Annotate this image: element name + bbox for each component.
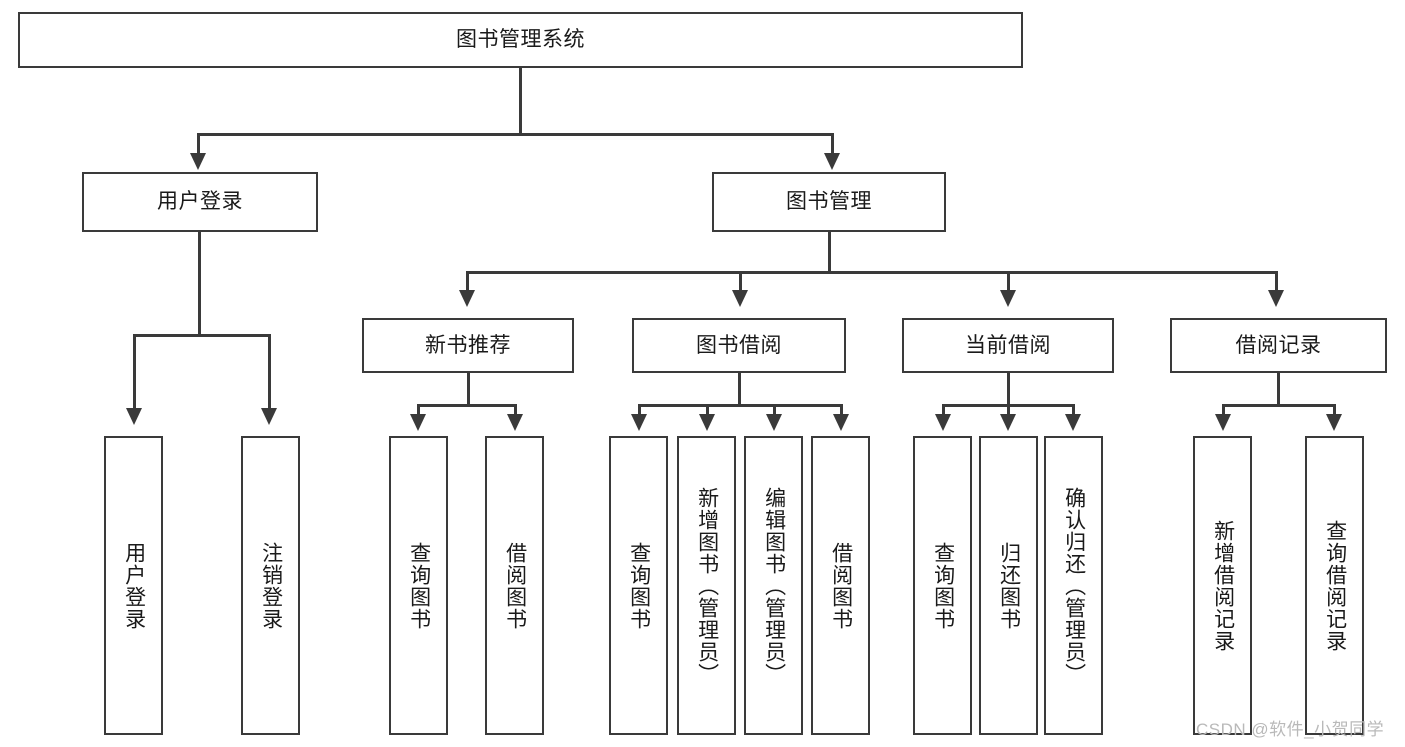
node-label: 借阅图书 [503, 541, 527, 630]
arrowhead-leaf-query-book-3 [935, 414, 951, 431]
leaf-confirm-return[interactable]: 确认归还（管理员） [1044, 436, 1103, 735]
edge-borrow-record-bar [1222, 404, 1336, 407]
edge-book-borrow-to-leaf-2 [706, 404, 709, 416]
arrowhead-leaf-query-record [1326, 414, 1342, 431]
leaf-query-record[interactable]: 查询借阅记录 [1305, 436, 1364, 735]
node-label: 图书借阅 [696, 333, 782, 357]
edge-borrow-record-to-leaf-2 [1333, 404, 1336, 416]
arrowhead-leaf-query-book-1 [410, 414, 426, 431]
edge-book-manage-to-current-borrow [1007, 271, 1010, 293]
edge-borrow-record-to-leaf-1 [1222, 404, 1225, 416]
arrowhead-leaf-borrow-book-1 [507, 414, 523, 431]
node-label: 用户登录 [157, 190, 243, 214]
arrowhead-leaf-return-book [1000, 414, 1016, 431]
edge-borrow-record-stem [1277, 373, 1280, 407]
node-label: 编辑图书（管理员） [762, 486, 786, 685]
leaf-query-book-current[interactable]: 查询图书 [913, 436, 972, 735]
node-root-system[interactable]: 图书管理系统 [18, 12, 1023, 68]
edge-current-borrow-to-leaf-1 [942, 404, 945, 416]
arrowhead-user-login [190, 153, 206, 170]
leaf-edit-book[interactable]: 编辑图书（管理员） [744, 436, 803, 735]
node-label: 借阅记录 [1235, 333, 1322, 357]
node-label: 归还图书 [997, 541, 1021, 630]
edge-book-manage-to-new-book-rec [466, 271, 469, 293]
leaf-borrow-book[interactable]: 借阅图书 [811, 436, 870, 735]
arrowhead-borrow-record [1268, 290, 1284, 307]
node-label: 新增图书（管理员） [695, 486, 719, 685]
node-current-borrow[interactable]: 当前借阅 [902, 318, 1114, 373]
node-new-book-rec[interactable]: 新书推荐 [362, 318, 574, 373]
arrowhead-leaf-edit-book [766, 414, 782, 431]
edge-root-to-user-login [197, 133, 200, 157]
leaf-borrow-book-new-rec[interactable]: 借阅图书 [485, 436, 544, 735]
arrowhead-leaf-confirm-return [1065, 414, 1081, 431]
arrowhead-new-book-rec [459, 290, 475, 307]
edge-new-book-rec-to-leaf-1 [417, 404, 420, 416]
node-label: 查询借阅记录 [1323, 519, 1347, 652]
node-label: 当前借阅 [965, 333, 1051, 357]
node-label: 图书管理 [786, 190, 872, 214]
leaf-return-book[interactable]: 归还图书 [979, 436, 1038, 735]
edge-book-borrow-to-leaf-3 [773, 404, 776, 416]
csdn-watermark: CSDN @软件_小贺同学 [1196, 720, 1385, 739]
edge-book-borrow-stem [738, 373, 741, 407]
edge-new-book-rec-to-leaf-2 [514, 404, 517, 416]
edge-user-login-to-leaf-1 [133, 334, 136, 412]
node-label: 查询图书 [627, 541, 651, 630]
arrowhead-book-borrow [732, 290, 748, 307]
edge-book-borrow-bar [638, 404, 842, 407]
edge-new-book-rec-stem [467, 373, 470, 407]
leaf-user-login[interactable]: 用户登录 [104, 436, 163, 735]
arrowhead-current-borrow [1000, 290, 1016, 307]
node-label: 查询图书 [931, 541, 955, 630]
edge-user-login-stem [198, 232, 201, 337]
edge-root-bar [197, 133, 834, 136]
node-label: 注销登录 [259, 541, 283, 630]
node-label: 新增借阅记录 [1211, 519, 1235, 652]
node-label: 图书管理系统 [456, 28, 585, 52]
arrowhead-leaf-logout [261, 408, 277, 425]
node-label: 用户登录 [122, 541, 146, 630]
leaf-query-book-borrow[interactable]: 查询图书 [609, 436, 668, 735]
edge-root-to-book-manage [831, 133, 834, 157]
edge-book-manage-to-book-borrow [739, 271, 742, 293]
edge-current-borrow-to-leaf-3 [1072, 404, 1075, 416]
edge-current-borrow-to-leaf-2 [1007, 404, 1010, 416]
arrowhead-leaf-borrow-book-2 [833, 414, 849, 431]
node-label: 确认归还（管理员） [1062, 486, 1086, 685]
leaf-add-book[interactable]: 新增图书（管理员） [677, 436, 736, 735]
edge-book-manage-to-borrow-record [1275, 271, 1278, 293]
leaf-query-book-new-rec[interactable]: 查询图书 [389, 436, 448, 735]
node-book-borrow[interactable]: 图书借阅 [632, 318, 846, 373]
arrowhead-leaf-add-record [1215, 414, 1231, 431]
edge-user-login-to-leaf-2 [268, 334, 271, 412]
node-user-login[interactable]: 用户登录 [82, 172, 318, 232]
arrowhead-leaf-user-login [126, 408, 142, 425]
node-label: 查询图书 [407, 541, 431, 630]
node-label: 借阅图书 [829, 541, 853, 630]
edge-current-borrow-stem [1007, 373, 1010, 407]
edge-new-book-rec-bar [417, 404, 517, 407]
leaf-add-record[interactable]: 新增借阅记录 [1193, 436, 1252, 735]
leaf-logout[interactable]: 注销登录 [241, 436, 300, 735]
edge-book-manage-bar [466, 271, 1278, 274]
node-borrow-record[interactable]: 借阅记录 [1170, 318, 1387, 373]
node-book-manage[interactable]: 图书管理 [712, 172, 946, 232]
arrowhead-leaf-add-book [699, 414, 715, 431]
edge-root-stem [519, 68, 522, 135]
edge-book-borrow-to-leaf-4 [840, 404, 843, 416]
edge-book-manage-stem [828, 232, 831, 274]
node-label: 新书推荐 [425, 333, 511, 357]
arrowhead-leaf-query-book-2 [631, 414, 647, 431]
edge-book-borrow-to-leaf-1 [638, 404, 641, 416]
edge-user-login-bar [133, 334, 270, 337]
arrowhead-book-manage [824, 153, 840, 170]
